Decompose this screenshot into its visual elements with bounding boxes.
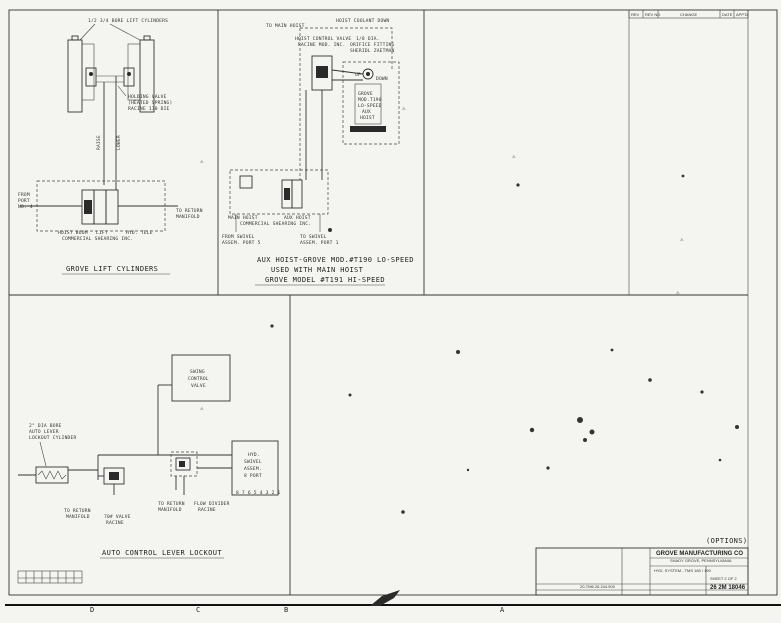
swivel-ports: 8 7 6 5 4 3 2 1 [236, 490, 281, 496]
rev-header-change: CHANGE [680, 12, 697, 17]
from-port-3: NO. 4 [18, 204, 33, 210]
hoist-label-2: MOD.T190 [358, 97, 382, 103]
return-b-1: TO RETURN [158, 501, 185, 507]
to-swivel-1: TO SWIVEL [300, 234, 327, 240]
rev-header-date: DATE [722, 12, 733, 17]
sheet-number: SHEET 2 OF 2 [710, 576, 737, 581]
lift-hyd-tele: HYD. TELE [126, 230, 153, 236]
hoist-label-1: GROVE [358, 91, 373, 97]
aux-caption-3: GROVE MODEL #T191 HI-SPEED [265, 276, 385, 284]
hoist-down: DOWN [376, 76, 388, 82]
relief-label-2: RACINE [106, 520, 124, 526]
scan-speckles [270, 174, 739, 514]
lift-lift: LIFT [96, 230, 108, 236]
from-port-1: FROM [18, 192, 30, 198]
panel-lift-cylinders: 1/2 3/4 BORE LIFT CYLINDERS HOLDING VALV… [18, 18, 204, 275]
warning-mark-2: ⚠ [402, 106, 406, 111]
drawing-title: HYD. SYSTEM - TMS 180 / 190 [654, 568, 712, 573]
swing-control-valve [171, 354, 231, 402]
revision-block: REV REV NO CHANGE DATE APP'D [628, 9, 749, 19]
divider-label-1: FLOW DIVIDER [194, 501, 230, 507]
swivel-label-4: 8 PORT [244, 473, 262, 479]
swivel-label-3: ASSEM. [244, 466, 262, 472]
swing-label-3: VALVE [191, 383, 206, 389]
aux-caption-2: USED WITH MAIN HOIST [271, 266, 364, 274]
lift-caption: GROVE LIFT CYLINDERS [66, 265, 158, 273]
return-b-2: MANIFOLD [158, 507, 182, 513]
left-holding-valve [85, 67, 97, 87]
bore-note-2: AUTO LEVER [29, 429, 59, 435]
holding-valve-note-3: RACINE 170 DIE [128, 106, 170, 112]
title-block: GROVE MANUFACTURING CO SHADY GROVE, PENN… [535, 547, 749, 596]
swivel-label-1: HYD. [248, 452, 260, 458]
control-valve-note-1: HOIST CONTROL VALVE [295, 36, 351, 42]
swing-label-2: CONTROL [188, 376, 209, 382]
aux-maker: COMMERCIAL SHEARING INC. [240, 221, 311, 227]
lift-lower-label: LOWER [116, 135, 122, 150]
grid-letter-c: C [196, 606, 201, 614]
warning-mark-6: ⚠ [676, 290, 680, 295]
holding-valve-note-2: (HEATED SPRING) [128, 100, 173, 106]
lift-maker: COMMERCIAL SHEARING INC. [62, 236, 133, 242]
from-swivel-1: FROM SWIVEL [222, 234, 255, 240]
rev-header-rev: REV [631, 12, 640, 17]
to-main-hoist: TO MAIN HOIST [266, 23, 305, 29]
orifice-note-1: 1/8 DIA. [356, 36, 380, 42]
from-swivel-2: ASSEM. PORT 5 [222, 240, 261, 246]
return-a-2: MANIFOLD [66, 514, 90, 520]
divider-label-2: RACINE [198, 507, 216, 513]
warning-mark-5: ⚠ [680, 237, 684, 242]
options-label: (OPTIONS) [706, 537, 748, 545]
bore-note-1: 2" DIA BORE [29, 423, 62, 429]
aux-aux-hoist: AUX HOIST [284, 215, 311, 221]
rev-header-revno: REV NO [645, 12, 660, 17]
grid-letter-d: D [90, 606, 95, 614]
holding-valve-note-1: HOLDING VALVE [128, 94, 167, 100]
hoist-label-5: HOIST [360, 115, 375, 121]
aux-control-valve-bank [229, 169, 329, 215]
aux-main-hoist: MAIN HOIST [228, 215, 258, 221]
orifice-note-3: SHERIDL ZAETMAN [350, 48, 395, 54]
to-return-2: MANIFOLD [176, 214, 200, 220]
lift-hoist-boom: HOIST BOOM [58, 230, 88, 236]
rev-header-appd: APP'D [736, 12, 748, 17]
bore-note-3: LOCKOUT CYLINDER [29, 435, 76, 441]
drawing-number: 26 2M 18046 [710, 585, 746, 591]
from-port-2: PORT [18, 198, 30, 204]
left-lift-cylinder [67, 39, 83, 113]
warning-mark-1: ⚠ [200, 159, 204, 164]
swing-label-1: SWING [190, 369, 205, 375]
part-number: 20-TM6.26.244.500 [580, 584, 616, 589]
grid-letter-a: A [500, 606, 505, 614]
hoist-label-3: LO-SPEED [358, 103, 382, 109]
aux-caption-1: AUX HOIST-GROVE MOD.#T190 LO-SPEED [257, 256, 414, 264]
panel-aux-hoist: TO MAIN HOIST HOIST COOLANT DOWN HOIST C… [222, 18, 414, 286]
grid-letter-b: B [284, 606, 289, 614]
to-return-1: TO RETURN [176, 208, 203, 214]
hoist-label-4: AUX [362, 109, 371, 115]
relief-label-1: 70# VALVE [104, 514, 131, 520]
control-valve-note-2: RACINE MOD. INC. [298, 42, 345, 48]
swivel-label-2: SWIVEL [244, 459, 262, 465]
panel-lever-lockout: 2" DIA BORE AUTO LEVER LOCKOUT CYLINDER … [18, 354, 281, 559]
scale-bar [17, 570, 83, 584]
hoist-up: UP [355, 72, 361, 78]
aux-hoist-unit [342, 61, 400, 145]
lift-cylinder-note: 1/2 3/4 BORE LIFT CYLINDERS [88, 18, 168, 24]
to-swivel-2: ASSEM. PORT 1 [300, 240, 339, 246]
lockout-caption: AUTO CONTROL LEVER LOCKOUT [102, 549, 222, 557]
warning-mark-3: ⚠ [200, 406, 204, 411]
lift-raise-label: RAISE [96, 135, 102, 150]
company-name: GROVE MANUFACTURING CO [656, 551, 743, 557]
warning-mark-4: ⚠ [512, 154, 516, 159]
orifice-note-2: ORIFICE FITTING [350, 42, 395, 48]
scan-smudge [370, 590, 400, 606]
company-location: SHADY GROVE, PENNSYLVANIA [670, 558, 732, 563]
hoist-coolant-down: HOIST COOLANT DOWN [336, 18, 389, 24]
right-holding-valve [123, 67, 135, 87]
return-a-1: TO RETURN [64, 508, 91, 514]
